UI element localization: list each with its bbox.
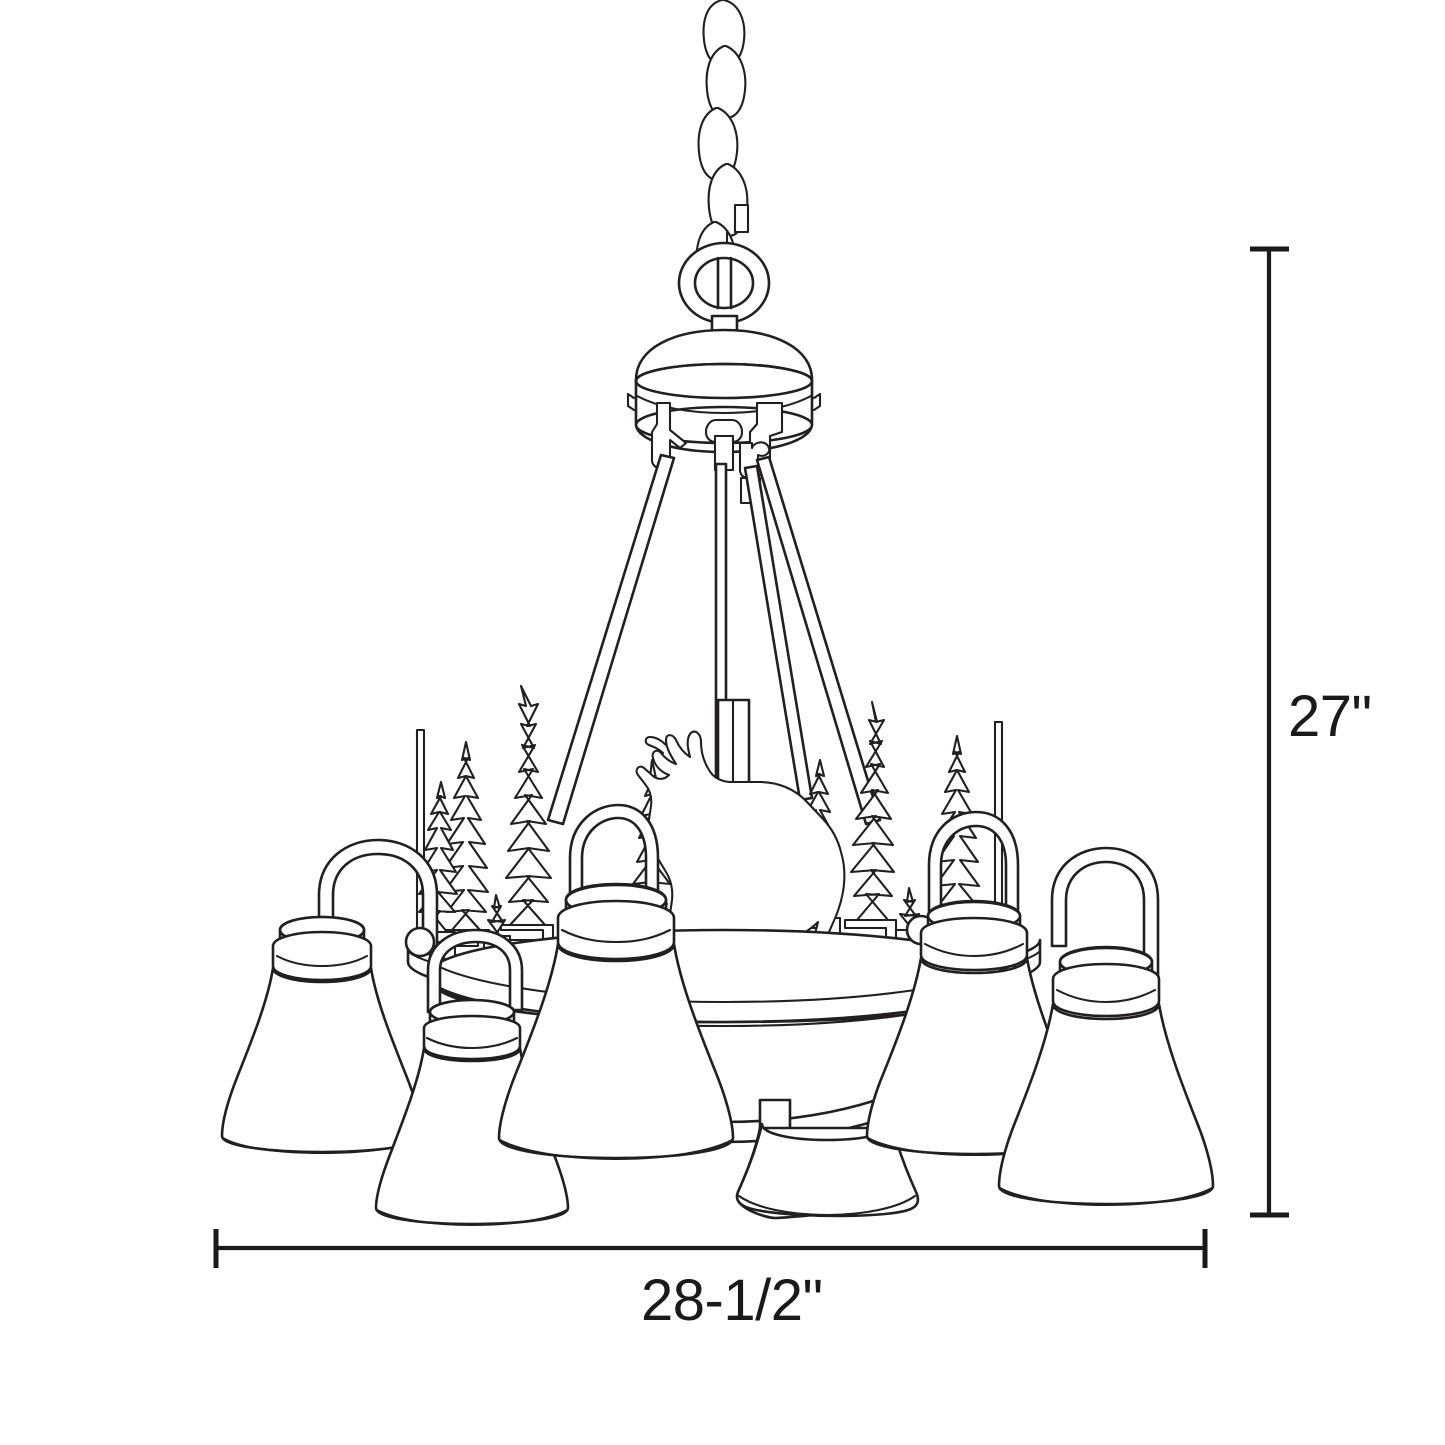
dimension-label-height: 27" (1288, 684, 1372, 749)
shade-6 (997, 945, 1215, 1207)
hanging-loop (677, 241, 771, 338)
support-rods (546, 453, 882, 826)
dimension-line-width (213, 1229, 1208, 1268)
dimension-label-width: 28-1/2" (641, 1268, 823, 1333)
shade-1 (220, 915, 424, 1155)
shade-3 (497, 882, 735, 1161)
dimension-line-height (1250, 246, 1289, 1218)
shade-4 (735, 1122, 920, 1220)
